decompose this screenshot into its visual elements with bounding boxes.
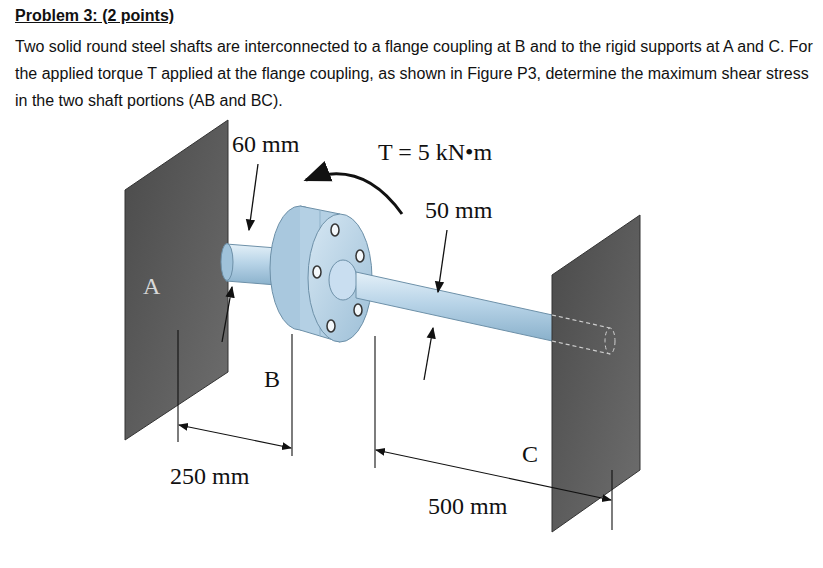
label-slot: 250 mm	[170, 462, 249, 490]
label-slot: 50 mm	[425, 196, 492, 224]
dimension-lines	[178, 330, 612, 530]
problem-statement: Two solid round steel shafts are interco…	[15, 33, 815, 114]
wall-a	[125, 120, 228, 440]
dimension-label: 250 mm	[170, 462, 249, 490]
hidden-shaft-end	[605, 328, 615, 354]
label-slot: 500 mm	[428, 492, 507, 520]
label-slot: 60 mm	[232, 130, 299, 158]
title-slot: Problem 3: (2 points)	[15, 7, 174, 25]
support-label: A	[143, 272, 160, 300]
support-label: C	[522, 440, 538, 468]
label-slot: B	[264, 365, 280, 393]
torque-label: T = 5 kN•m	[378, 138, 492, 166]
flange-hub	[329, 260, 357, 300]
label-slot: C	[522, 440, 538, 468]
label-slot: Two solid round steel shafts are interco…	[15, 33, 815, 114]
label-slot: A	[143, 272, 160, 300]
dimension-label: 500 mm	[428, 492, 507, 520]
label-slot: T = 5 kN•m	[378, 138, 492, 166]
dimension-label: 60 mm	[232, 130, 299, 158]
hidden-shaft	[552, 315, 610, 354]
dimension-label: 50 mm	[425, 196, 492, 224]
torque-arrow	[306, 174, 402, 214]
wall-c	[552, 215, 640, 532]
leader-lines	[222, 164, 447, 380]
shaft-end	[221, 244, 233, 281]
problem-title: Problem 3: (2 points)	[15, 7, 174, 25]
shaft-bc	[356, 272, 566, 344]
coupling-label: B	[264, 365, 280, 393]
